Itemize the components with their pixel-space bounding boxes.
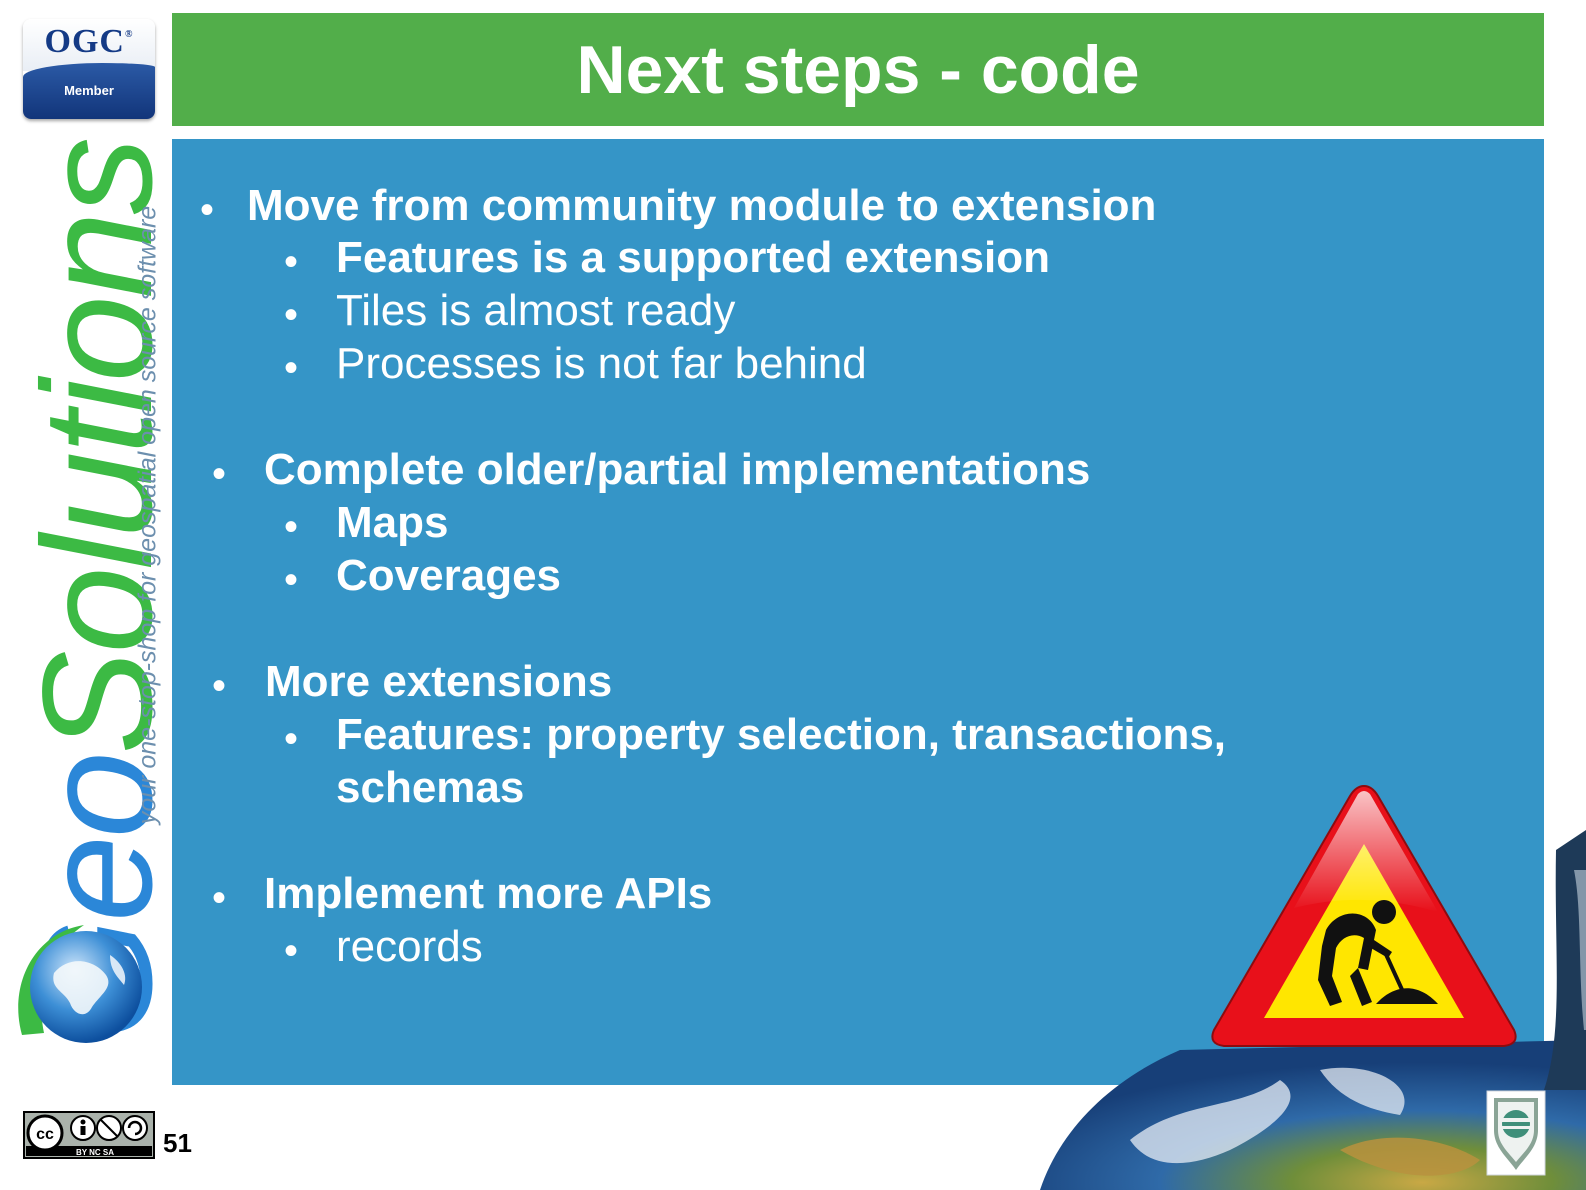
title-band: Next steps - code (172, 13, 1544, 126)
bullet-marker: • (212, 876, 227, 920)
section-heading-extension: Move from community module to extension (247, 181, 1157, 230)
bullet-marker: • (212, 664, 227, 708)
section-heading-implementations: Complete older/partial implementations (264, 445, 1091, 494)
bullet-marker: • (212, 452, 227, 496)
earth-photo-decoration (1040, 1040, 1586, 1190)
list-item-tiles: Tiles is almost ready (336, 286, 736, 335)
bullet-marker: • (284, 240, 299, 284)
bullet-marker: • (284, 929, 299, 973)
bullet-marker: • (284, 346, 299, 390)
brand-tagline: your one-stop-shop for geospatial open s… (133, 205, 162, 825)
list-item-maps: Maps (336, 498, 449, 547)
map-pin-shield-icon (1486, 1090, 1546, 1176)
list-item-features-extensions: Features: property selection, transactio… (336, 710, 1227, 759)
bullet-marker: • (284, 293, 299, 337)
list-item-features-extensions-continued: schemas (336, 763, 525, 812)
cc-license-terms: BY NC SA (76, 1148, 114, 1157)
bullet-marker: • (284, 717, 299, 761)
section-heading-more-extensions: More extensions (265, 657, 613, 706)
list-item-coverages: Coverages (336, 551, 562, 600)
ogc-member-label: Member (64, 83, 114, 98)
creative-commons-icon: cc BY NC SA (23, 1111, 155, 1159)
slide-title: Next steps - code (576, 32, 1140, 108)
list-item-features: Features is a supported extension (336, 233, 1050, 282)
road-works-warning-icon (1211, 784, 1517, 1047)
cc-logo-text: cc (36, 1126, 54, 1143)
ogc-member-badge: OGC® Member (23, 19, 155, 119)
page-number: 51 (163, 1128, 192, 1158)
earth-edge-decoration (1544, 830, 1586, 1090)
bullet-marker: • (284, 558, 299, 602)
section-heading-apis: Implement more APIs (264, 869, 713, 918)
list-item-processes: Processes is not far behind (336, 339, 867, 388)
ogc-logo-text: OGC® (44, 23, 134, 60)
bullet-marker: • (284, 505, 299, 549)
bullet-marker: • (200, 188, 215, 232)
list-item-records: records (336, 922, 483, 971)
globe-icon (18, 925, 142, 1043)
